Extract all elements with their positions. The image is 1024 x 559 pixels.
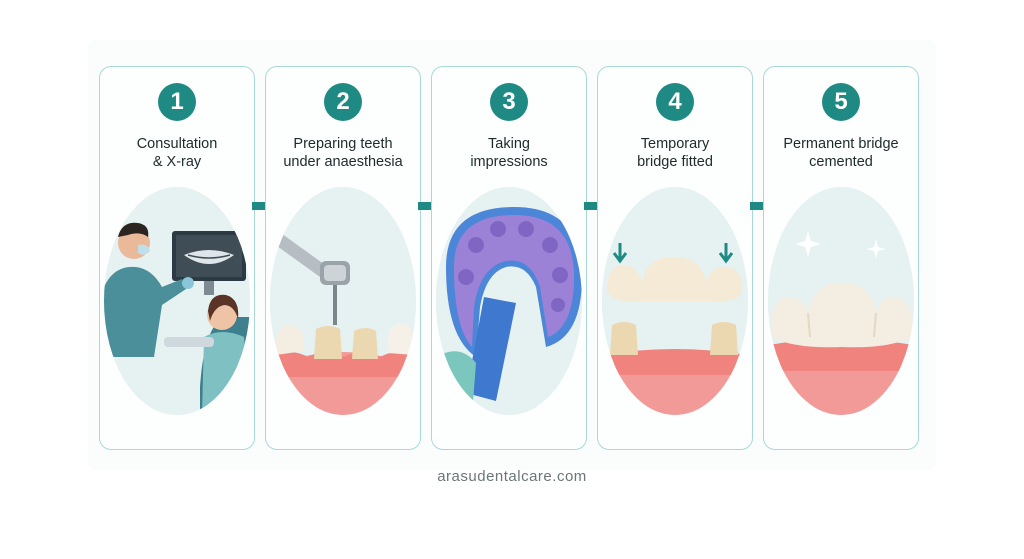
step-number-1: 1 bbox=[158, 83, 196, 121]
step-label-2: Preparing teeth under anaesthesia bbox=[283, 136, 403, 170]
step-number-4: 4 bbox=[656, 83, 694, 121]
temporary-bridge-illustration bbox=[602, 187, 748, 415]
step-label-1: Consultation & X-ray bbox=[136, 136, 218, 170]
step-card-3: 3 Taking impressions bbox=[431, 66, 587, 450]
step-card-5: 5 Permanent bridge cemented bbox=[763, 66, 919, 450]
step-card-2: 2 Preparing teeth under anaesthesia bbox=[265, 66, 421, 450]
step-card-4: 4 Temporary bridge fitted bbox=[597, 66, 753, 450]
step-number-3: 3 bbox=[490, 83, 528, 121]
step-label-5: Permanent bridge cemented bbox=[783, 136, 899, 170]
dentist-xray-illustration bbox=[104, 187, 250, 415]
impression-tray-illustration bbox=[436, 187, 582, 415]
step-number-2: 2 bbox=[324, 83, 362, 121]
permanent-bridge-illustration bbox=[768, 187, 914, 415]
step-label-3: Taking impressions bbox=[470, 136, 548, 170]
dental-drill-illustration bbox=[270, 187, 416, 415]
website-footer: arasudentalcare.com bbox=[437, 468, 587, 485]
step-label-4: Temporary bridge fitted bbox=[637, 136, 713, 170]
step-card-1: 1 Consultation & X-ray bbox=[99, 66, 255, 450]
step-number-5: 5 bbox=[822, 83, 860, 121]
